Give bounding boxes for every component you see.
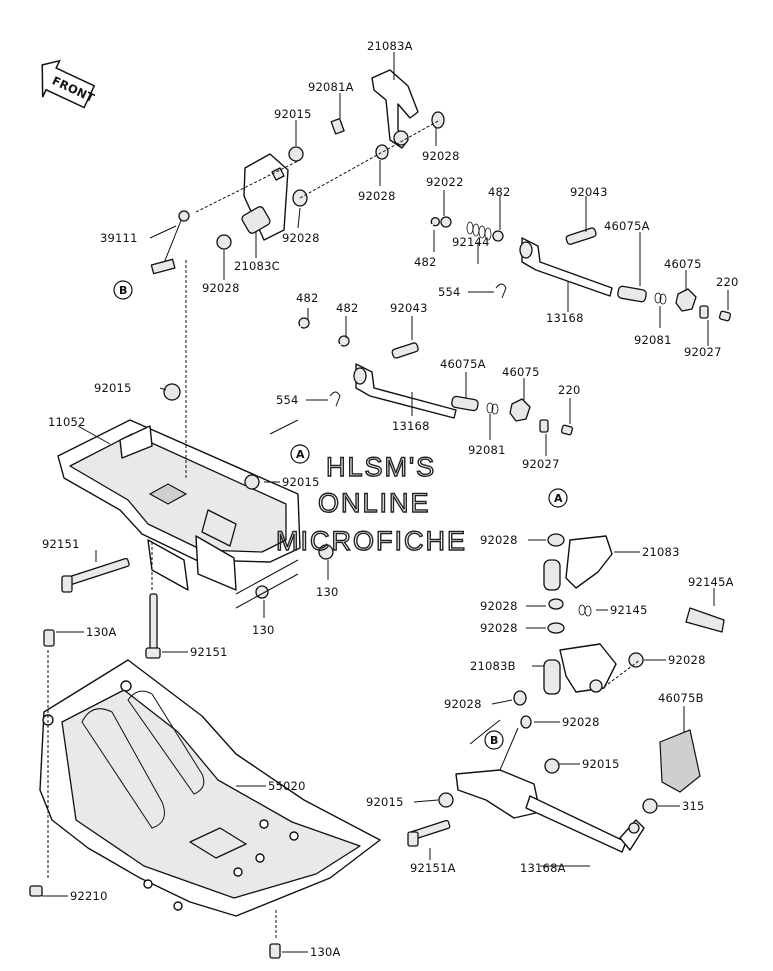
part-label: 92081A <box>308 80 354 94</box>
ref-marker-b-lower: B <box>484 730 504 750</box>
watermark: HLSM'S ONLINE MICROFICHE <box>275 451 467 556</box>
part-label: 130 <box>316 585 339 599</box>
part-label: 92015 <box>274 107 312 121</box>
part-label: 92028 <box>480 599 518 613</box>
ref-marker-b-left: B <box>113 280 133 300</box>
part-label: 315 <box>682 799 705 813</box>
part-label: 482 <box>296 291 319 305</box>
part-label: 92027 <box>522 457 560 471</box>
part-label: 92043 <box>570 185 608 199</box>
part-label: 220 <box>558 383 581 397</box>
part-label: 46075 <box>664 257 702 271</box>
leader-lines <box>42 52 729 953</box>
shift-arm-assembly <box>150 69 445 275</box>
part-label: 482 <box>336 301 359 315</box>
part-label: 21083 <box>642 545 680 559</box>
watermark-line-3: MICROFICHE <box>276 526 467 556</box>
part-label: 92081 <box>468 443 506 457</box>
part-label: 130 <box>252 623 275 637</box>
part-label: 55020 <box>268 779 306 793</box>
bracket-frame <box>57 260 334 659</box>
part-labels: 21083A 92081A 92015 92028 92028 92022 48… <box>42 39 739 959</box>
watermark-line-1: HLSM'S <box>326 452 436 482</box>
skid-plate <box>29 629 381 959</box>
part-label: 482 <box>414 255 437 269</box>
part-label: 92028 <box>668 653 706 667</box>
part-label: 482 <box>488 185 511 199</box>
part-label: 46075 <box>502 365 540 379</box>
pedal-assembly <box>407 533 725 853</box>
part-label: 92022 <box>426 175 464 189</box>
part-label: 92151A <box>410 861 456 875</box>
part-label: 13168 <box>392 419 430 433</box>
part-label: 92028 <box>480 533 518 547</box>
part-label: 13168A <box>520 861 566 875</box>
part-label: 220 <box>716 275 739 289</box>
part-label: 92081 <box>634 333 672 347</box>
part-label: 92210 <box>70 889 108 903</box>
part-label: 39111 <box>100 231 138 245</box>
svg-text:A: A <box>554 492 563 505</box>
part-label: 92144 <box>452 235 490 249</box>
part-label: 92028 <box>444 697 482 711</box>
watermark-line-2: ONLINE <box>318 488 431 518</box>
part-label: 92028 <box>422 149 460 163</box>
part-label: 21083C <box>234 259 280 273</box>
part-label: 92151 <box>42 537 80 551</box>
part-label: 92028 <box>562 715 600 729</box>
part-label: 13168 <box>546 311 584 325</box>
part-label: 92145A <box>688 575 734 589</box>
part-label: 92028 <box>282 231 320 245</box>
shaft-assembly-middle <box>298 317 574 436</box>
svg-text:A: A <box>296 448 305 461</box>
part-label: 92027 <box>684 345 722 359</box>
part-label: 46075B <box>658 691 704 705</box>
part-label: 92015 <box>582 757 620 771</box>
ref-marker-a-right: A <box>290 444 310 464</box>
part-label: 92028 <box>202 281 240 295</box>
part-label: 46075A <box>440 357 486 371</box>
svg-text:B: B <box>490 734 498 747</box>
ref-marker-a-lower: A <box>548 488 568 508</box>
part-label: 21083A <box>367 39 413 53</box>
part-label: 92043 <box>390 301 428 315</box>
part-label: 92028 <box>358 189 396 203</box>
front-arrow-icon: FRONT <box>41 59 97 109</box>
shaft-assembly-upper <box>430 216 732 322</box>
part-label: 92028 <box>480 621 518 635</box>
part-label: 554 <box>276 393 299 407</box>
part-label: 92145 <box>610 603 648 617</box>
part-label: 130A <box>86 625 117 639</box>
part-label: 92151 <box>190 645 228 659</box>
svg-text:B: B <box>119 284 127 297</box>
part-label: 92015 <box>366 795 404 809</box>
part-label: 21083B <box>470 659 516 673</box>
part-label: 46075A <box>604 219 650 233</box>
part-label: 554 <box>438 285 461 299</box>
part-label: 92015 <box>94 381 132 395</box>
part-label: 92015 <box>282 475 320 489</box>
part-label: 130A <box>310 945 341 959</box>
part-label: 11052 <box>48 415 86 429</box>
